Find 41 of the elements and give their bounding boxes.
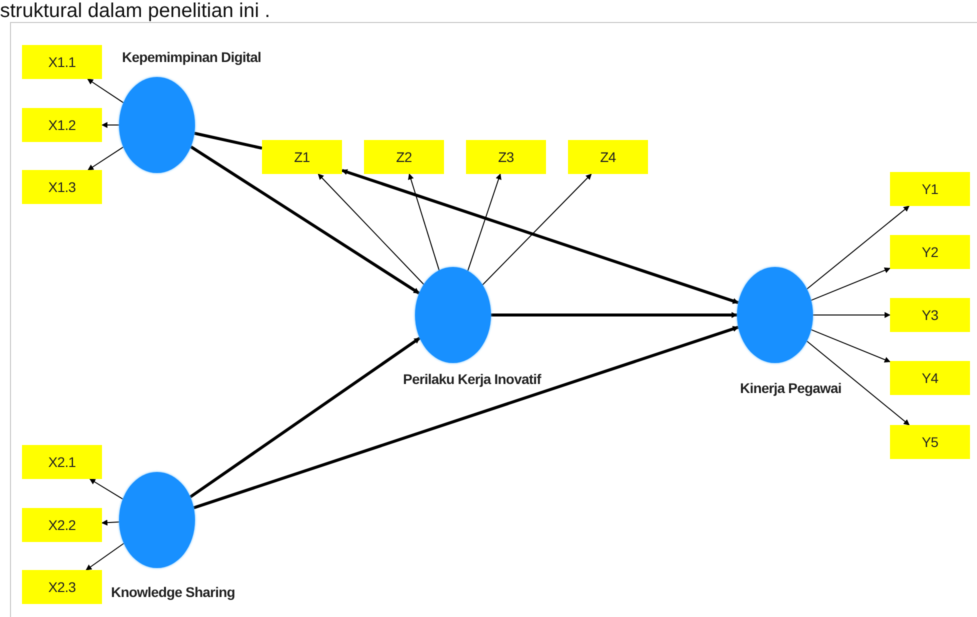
indicator-box: Z3 — [466, 140, 546, 174]
arrow — [408, 173, 440, 271]
arrow — [806, 340, 910, 426]
indicator-box: Z4 — [568, 140, 648, 174]
path-line — [194, 132, 262, 150]
indicator-box: Z2 — [364, 140, 444, 174]
indicator-box: Z1 — [262, 140, 342, 174]
arrow — [88, 146, 124, 170]
arrow — [189, 336, 421, 498]
arrow — [810, 329, 891, 362]
variable-label: Kinerja Pegawai — [740, 380, 842, 396]
arrow — [318, 174, 424, 285]
indicator-box: Y5 — [890, 425, 970, 459]
arrow — [491, 312, 738, 318]
arrow — [101, 122, 120, 128]
indicator-box: X2.2 — [22, 508, 102, 542]
arrow — [810, 268, 891, 301]
arrow — [87, 78, 124, 104]
indicator-box: X1.2 — [22, 108, 102, 142]
arrow — [482, 174, 592, 286]
indicator-box: X1.1 — [22, 45, 102, 79]
indicator-box: X2.1 — [22, 445, 102, 479]
caption-text: struktural dalam penelitian ini . — [0, 0, 270, 22]
arrow — [341, 168, 739, 304]
arrow — [89, 478, 124, 500]
indicator-box: Y4 — [890, 361, 970, 395]
variable-label: Kepemimpinan Digital — [122, 49, 262, 65]
indicator-box: Y3 — [890, 298, 970, 332]
arrow — [467, 173, 502, 272]
arrow — [193, 326, 739, 510]
variable-label: Knowledge Sharing — [111, 584, 235, 600]
indicator-box: Y2 — [890, 235, 970, 269]
indicator-box: X1.3 — [22, 170, 102, 204]
variable-label: Perilaku Kerja Inovatif — [403, 371, 541, 387]
arrow — [86, 542, 124, 570]
indicator-box: X2.3 — [22, 570, 102, 604]
arrow — [190, 145, 420, 295]
arrow — [812, 312, 891, 318]
arrow — [806, 206, 910, 290]
indicator-box: Y1 — [890, 172, 970, 206]
arrow — [101, 520, 120, 526]
